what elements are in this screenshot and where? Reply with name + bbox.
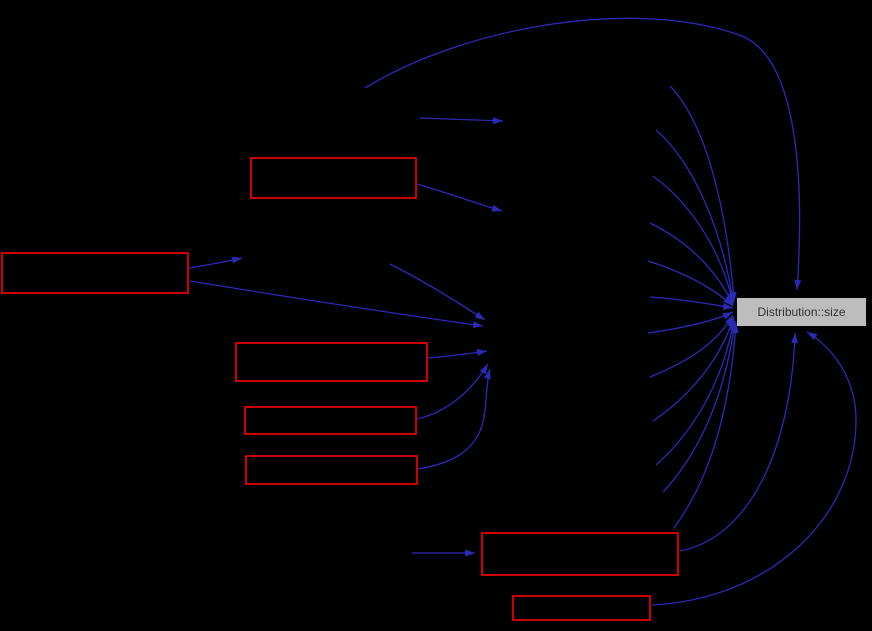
- call-edge-e-boxB-short: [188, 256, 243, 269]
- caller-node-box-5[interactable]: [245, 455, 418, 485]
- call-edge-e-boxE: [417, 368, 491, 470]
- call-edge-e-boxF-out: [679, 332, 799, 552]
- call-edge-e-boxA: [416, 183, 503, 212]
- call-edge-fan-3: [652, 175, 735, 305]
- caller-node-box-3[interactable]: [235, 342, 428, 382]
- call-edge-fan-7: [647, 311, 734, 334]
- call-edge-e-boxD: [416, 363, 489, 420]
- call-edge-e-boxG-out: [651, 331, 857, 606]
- call-edge-e-boxB-long: [189, 280, 484, 329]
- caller-node-box-6[interactable]: [481, 532, 679, 576]
- call-edge-fan-1: [669, 85, 737, 303]
- call-edge-e-boxC: [427, 349, 488, 359]
- call-edge-arc-top: [364, 17, 802, 291]
- call-edge-fan-5: [647, 260, 734, 307]
- target-node-label: Distribution::size: [757, 305, 845, 319]
- call-edge-fan-10: [655, 318, 736, 466]
- call-edge-e-mid-b: [389, 263, 486, 321]
- call-edge-fan-4: [649, 222, 734, 306]
- call-edge-fan-9: [652, 316, 735, 422]
- caller-node-box-1[interactable]: [250, 157, 417, 199]
- call-edge-fan-2: [655, 129, 736, 304]
- call-edge-fan-6: [649, 296, 734, 310]
- call-edge-fan-11: [662, 320, 738, 493]
- target-node-box: [737, 298, 866, 326]
- caller-node-box-2[interactable]: [1, 252, 189, 294]
- call-edge-fan-12: [673, 322, 739, 529]
- caller-node-box-4[interactable]: [244, 406, 417, 435]
- call-edge-e-upper-mid: [419, 117, 504, 125]
- caller-node-box-7[interactable]: [512, 595, 651, 621]
